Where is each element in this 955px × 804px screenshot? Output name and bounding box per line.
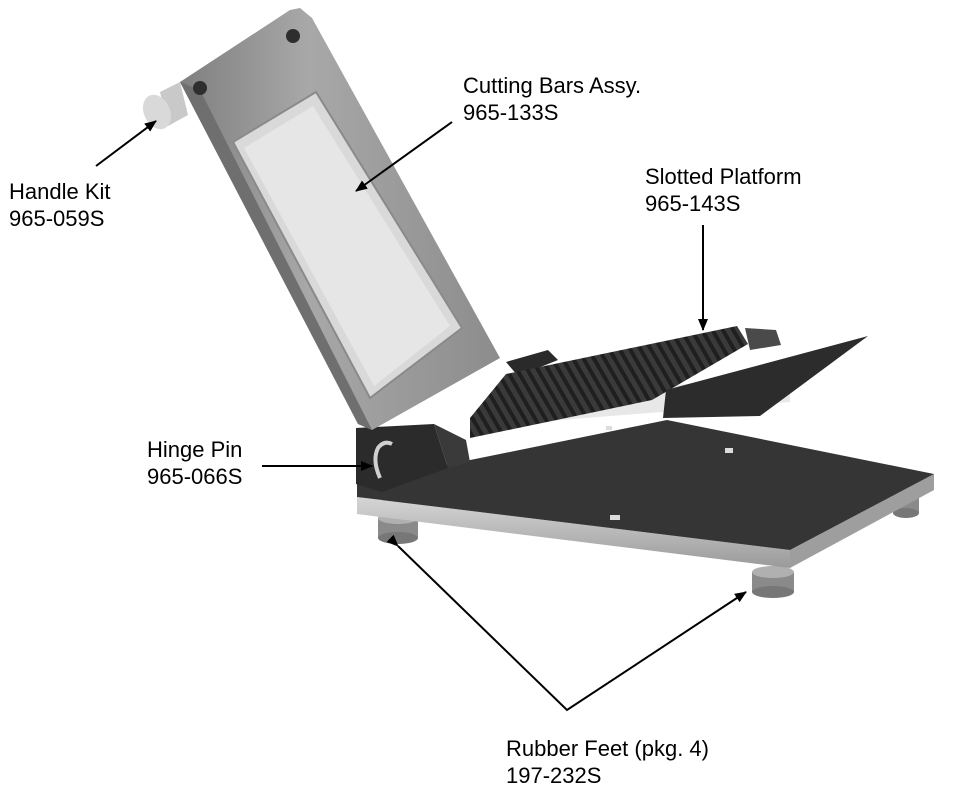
slotted-platform-part-number: 965-143S <box>645 191 741 216</box>
hinge-pin-part-number: 965-066S <box>147 464 243 489</box>
rubber-feet-part-number: 197-232S <box>506 763 602 788</box>
rubber-foot-front-right <box>752 566 794 598</box>
cutting-bars-name: Cutting Bars Assy. <box>463 73 642 98</box>
label-slotted-platform: Slotted Platform 965-143S <box>645 163 802 217</box>
slotted-platform-name: Slotted Platform <box>645 164 802 189</box>
arrow-handle-kit <box>95 120 157 167</box>
arrow-cutting-bars <box>355 121 453 192</box>
rubber-feet-name: Rubber Feet (pkg. 4) <box>506 736 709 761</box>
label-rubber-feet: Rubber Feet (pkg. 4) 197-232S <box>506 735 709 789</box>
cutting-arm <box>142 8 500 430</box>
arrow-rubber-feet <box>386 534 747 712</box>
cutting-bars-part-number: 965-133S <box>463 100 559 125</box>
label-handle-kit: Handle Kit 965-059S <box>9 178 111 232</box>
hinge-block <box>356 424 470 492</box>
hinge-pin-name: Hinge Pin <box>147 437 243 462</box>
handle-kit-part-number: 965-059S <box>9 206 105 231</box>
handle-kit-name: Handle Kit <box>9 179 111 204</box>
label-cutting-bars-assy: Cutting Bars Assy. 965-133S <box>463 72 641 126</box>
label-hinge-pin: Hinge Pin 965-066S <box>147 436 242 490</box>
slotted-platform <box>470 326 868 438</box>
